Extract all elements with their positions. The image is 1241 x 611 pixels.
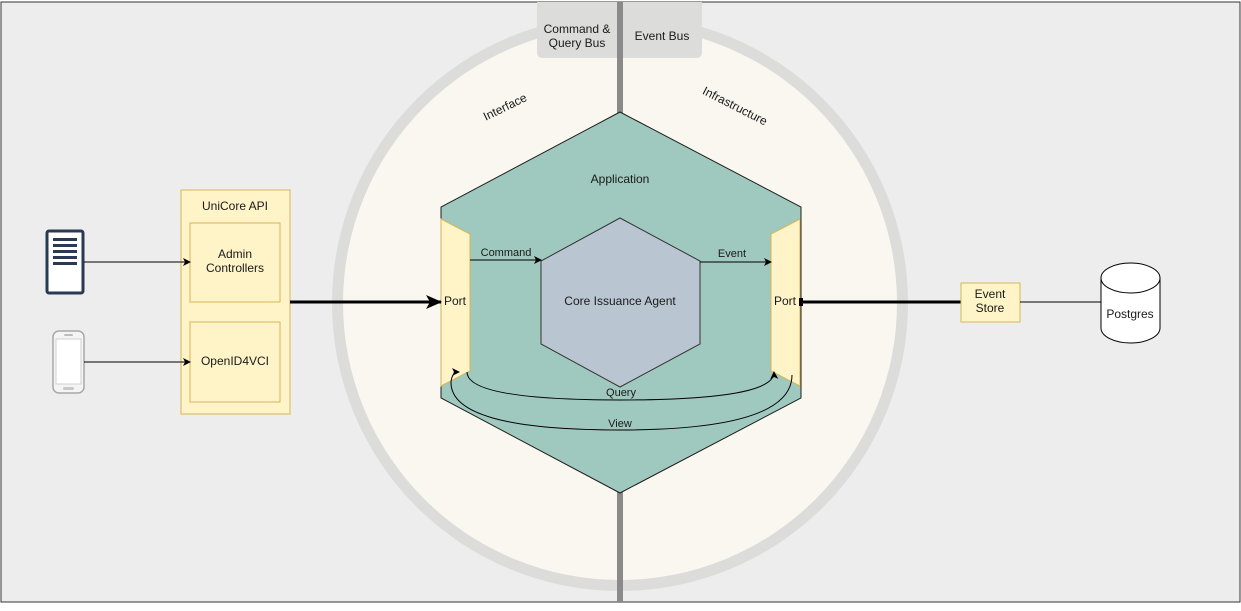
mobile-phone-icon [52, 330, 85, 394]
query-arrow [466, 371, 779, 401]
core-agent-label: Core Issuance Agent [564, 294, 676, 308]
database-icon [1100, 262, 1161, 344]
event-bus-tab: Event Bus [623, 2, 702, 58]
event-bus-label: Event Bus [635, 29, 690, 43]
unicore-api-title: UniCore API [202, 199, 268, 213]
application-label: Application [591, 172, 650, 186]
postgres-label: Postgres [1106, 307, 1153, 321]
command-query-bus-label-line2: Query Bus [549, 36, 606, 50]
view-arrow [450, 368, 793, 431]
event-label: Event [718, 248, 746, 260]
openid4vci-label: OpenID4VCI [201, 354, 269, 368]
command-query-bus-label-line1: Command & [544, 22, 611, 36]
left-port-label: Port [444, 294, 467, 308]
event-store-label-line2: Store [976, 301, 1005, 315]
openid4vci-box [189, 321, 281, 403]
admin-controllers-label-line2: Controllers [206, 261, 264, 275]
server-icon [45, 229, 85, 295]
event-store-label-line1: Event [975, 287, 1006, 301]
right-port-connector [799, 298, 803, 306]
command-label: Command [481, 247, 532, 259]
event-store-box [960, 282, 1021, 323]
admin-controllers-box [189, 222, 281, 303]
view-label: View [608, 418, 632, 430]
query-label: Query [606, 387, 636, 399]
right-port [770, 218, 801, 387]
left-port [440, 218, 471, 387]
right-port-label: Port [774, 294, 797, 308]
admin-controllers-label-line1: Admin [218, 247, 252, 261]
command-query-bus-tab: Command & Query Bus [537, 2, 617, 58]
